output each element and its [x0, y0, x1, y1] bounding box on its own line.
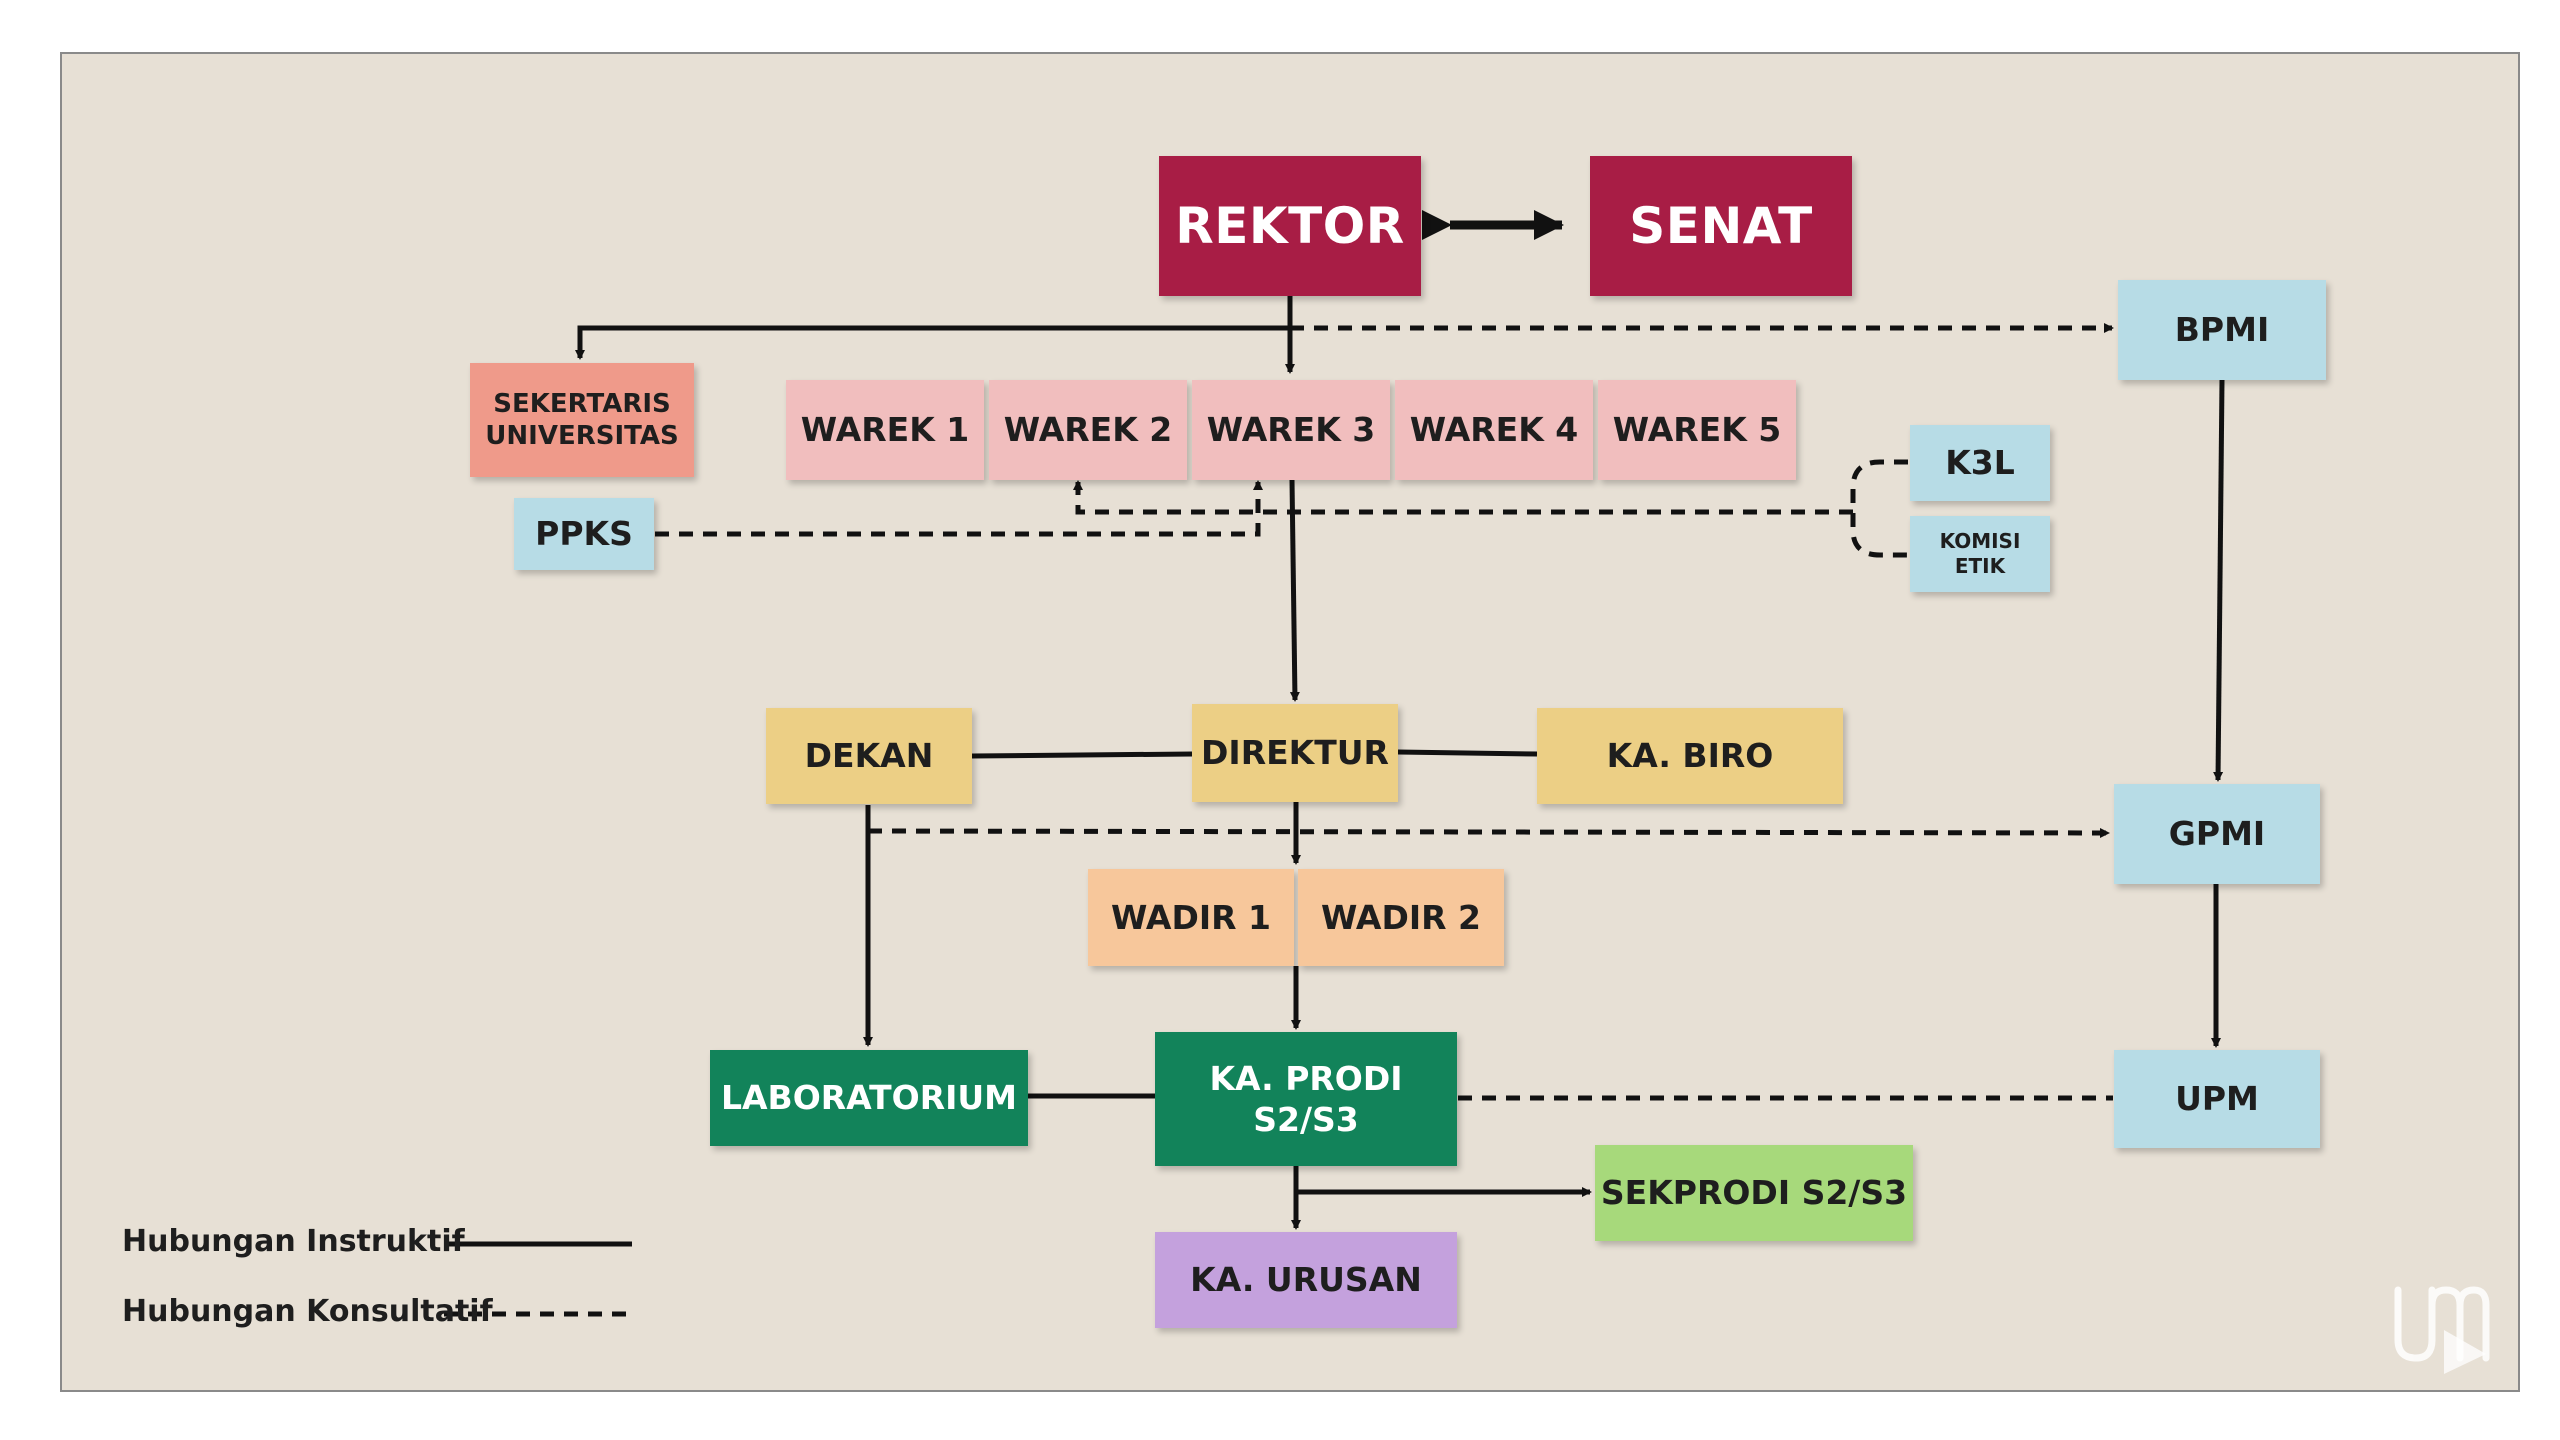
node-wadir-1: WADIR 1: [1088, 869, 1294, 966]
node-warek-2: WAREK 2: [989, 380, 1187, 480]
node-wadir-2: WADIR 2: [1298, 869, 1504, 966]
university-logo-watermark-icon: [2394, 1286, 2490, 1374]
node-warek-5: WAREK 5: [1598, 380, 1796, 480]
node-warek-3: WAREK 3: [1192, 380, 1390, 480]
node-senat: SENAT: [1590, 156, 1852, 296]
node-warek-1: WAREK 1: [786, 380, 984, 480]
node-ppks: PPKS: [514, 498, 654, 570]
warek3-direktur-link: [1289, 479, 1300, 702]
node-sekprodi: SEKPRODI S2/S3: [1595, 1145, 1913, 1241]
dekan-gpmi-dashed: [867, 827, 2110, 838]
rektor-sekretaris-link: [575, 325, 1290, 360]
dekan-direktur-link: [971, 751, 1193, 759]
k3l-warek2-dashed: [1073, 480, 1853, 515]
node-ka-urusan: KA. URUSAN: [1155, 1232, 1457, 1328]
k3l-komisi-bracket: [1850, 459, 1908, 558]
direktur-kabiro-link: [1397, 749, 1538, 757]
legend-instruktif-label: Hubungan Instruktif: [122, 1224, 465, 1259]
node-komisi-etik: KOMISI ETIK: [1910, 516, 2050, 592]
node-dekan: DEKAN: [766, 708, 972, 804]
node-upm: UPM: [2114, 1050, 2320, 1148]
node-bpmi: BPMI: [2118, 280, 2326, 380]
bpmi-gpmi-link: [2213, 379, 2225, 782]
node-gpmi: GPMI: [2114, 784, 2320, 884]
node-ka-prodi: KA. PRODI S2/S3: [1155, 1032, 1457, 1166]
legend-konsultatif-label: Hubungan Konsultatif: [122, 1294, 493, 1329]
node-direktur: DIREKTUR: [1192, 704, 1398, 802]
node-warek-4: WAREK 4: [1395, 380, 1593, 480]
node-rektor: REKTOR: [1159, 156, 1421, 296]
ppks-warek3-dashed: [655, 480, 1263, 537]
node-k3l: K3L: [1910, 425, 2050, 501]
node-sekretaris-universitas: SEKERTARIS UNIVERSITAS: [470, 363, 694, 477]
node-ka-biro: KA. BIRO: [1537, 708, 1843, 804]
node-laboratorium: LABORATORIUM: [710, 1050, 1028, 1146]
